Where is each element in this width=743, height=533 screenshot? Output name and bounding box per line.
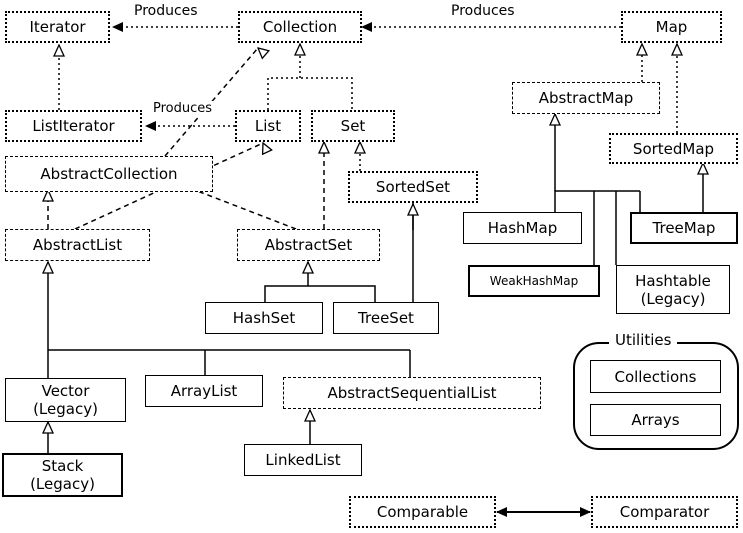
vector-legacy-note: (Legacy) [33, 400, 98, 418]
abstractset-node: AbstractSet [237, 229, 380, 261]
sortedmap-node: SortedMap [609, 133, 738, 164]
treeset-node: TreeSet [333, 302, 439, 334]
weakhashmap-node: WeakHashMap [468, 265, 600, 297]
collections-node: Collections [590, 360, 721, 393]
hashset-node: HashSet [205, 302, 323, 334]
hashtable-name: Hashtable [635, 271, 711, 290]
hashtable-legacy-note: (Legacy) [640, 289, 706, 308]
stack-name: Stack [41, 457, 84, 475]
linkedlist-node: LinkedList [244, 444, 362, 476]
sortedset-node: SortedSet [348, 171, 478, 203]
vector-node: Vector (Legacy) [5, 378, 126, 422]
collection-node: Collection [238, 11, 362, 43]
map-node: Map [621, 11, 722, 43]
listiterator-node: ListIterator [5, 110, 142, 142]
list-node: List [235, 110, 301, 142]
hashmap-node: HashMap [463, 212, 582, 244]
hashtable-node: Hashtable (Legacy) [616, 265, 730, 314]
produces-label: Produces [449, 3, 517, 19]
abstractmap-node: AbstractMap [512, 82, 660, 114]
stack-legacy-note: (Legacy) [30, 475, 95, 493]
stack-node: Stack (Legacy) [2, 453, 123, 497]
arraylist-node: ArrayList [145, 375, 263, 407]
set-node: Set [311, 110, 395, 142]
abstractcollection-node: AbstractCollection [5, 156, 213, 192]
vector-name: Vector [41, 382, 90, 400]
produces-label: Produces [151, 101, 215, 116]
abstractlist-node: AbstractList [5, 229, 150, 261]
abstractsequentiallist-node: AbstractSequentialList [283, 377, 541, 409]
produces-label: Produces [132, 3, 200, 19]
iterator-node: Iterator [5, 11, 110, 43]
utilities-title: Utilities [609, 331, 678, 349]
arrays-node: Arrays [590, 404, 721, 436]
comparable-node: Comparable [349, 496, 496, 528]
comparator-node: Comparator [591, 496, 738, 528]
treemap-node: TreeMap [630, 212, 738, 244]
